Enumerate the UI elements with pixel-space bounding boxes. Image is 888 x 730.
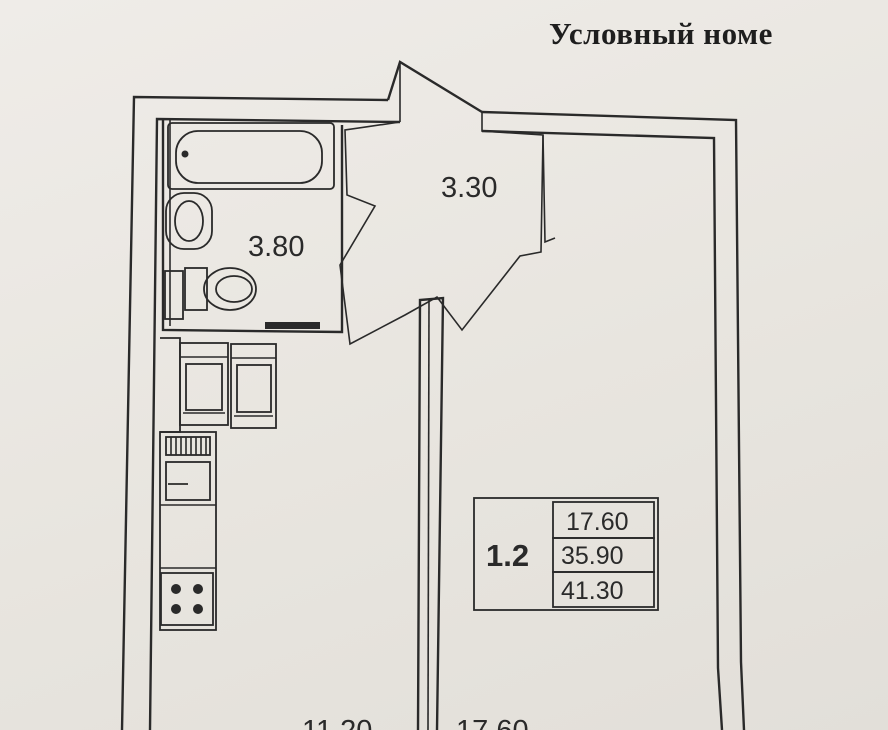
- hallway-area-label: 3.30: [441, 172, 497, 204]
- apartment-summary-table: 1.2 17.60 35.90 41.30: [473, 497, 659, 611]
- kitchen-area-label: 11.20: [302, 715, 372, 730]
- apartment-type-label: 1.2: [486, 538, 529, 573]
- dryer-icon: [230, 343, 277, 429]
- living-wall-stub: [542, 134, 556, 244]
- bathroom-door-threshold: [265, 322, 320, 329]
- bathroom-wall: [161, 119, 344, 334]
- kitchen-counter: [159, 337, 217, 631]
- hallway-outline: [339, 60, 544, 346]
- stove-icon: [160, 572, 214, 626]
- bathtub-icon: [167, 122, 335, 190]
- total-with-balcony-value: 41.30: [561, 577, 624, 605]
- page-title: Условный номе: [549, 16, 773, 51]
- toilet-icon: [164, 267, 257, 320]
- kitchen-living-wall: [416, 296, 445, 730]
- exterior-walls: [120, 60, 746, 730]
- washer-icon: [179, 342, 229, 426]
- total-area-value: 35.90: [561, 542, 624, 570]
- bathroom-area-label: 3.80: [248, 231, 304, 263]
- kitchen-living-wall-inner: [427, 299, 430, 730]
- living-area-label: 17.60: [456, 715, 529, 730]
- kitchen-sink-icon: [165, 436, 211, 501]
- sink-icon: [165, 192, 213, 250]
- living-total-value: 17.60: [566, 508, 629, 536]
